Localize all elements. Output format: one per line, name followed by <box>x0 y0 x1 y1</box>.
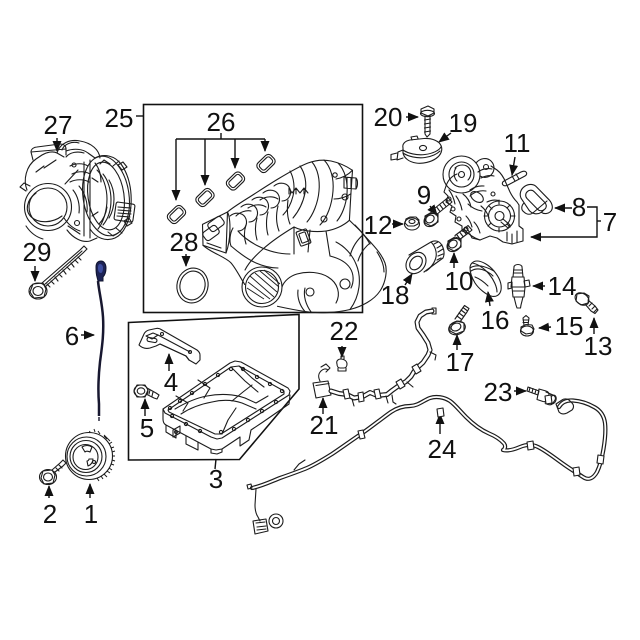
svg-text:4: 4 <box>164 367 178 397</box>
svg-text:20: 20 <box>374 102 403 132</box>
svg-text:10: 10 <box>445 266 474 296</box>
svg-text:21: 21 <box>310 410 339 440</box>
svg-text:29: 29 <box>23 237 52 267</box>
svg-text:11: 11 <box>504 128 531 158</box>
svg-text:9: 9 <box>417 180 431 210</box>
svg-text:22: 22 <box>330 316 359 346</box>
svg-text:26: 26 <box>207 107 236 137</box>
svg-text:5: 5 <box>140 413 154 443</box>
svg-text:24: 24 <box>428 434 457 464</box>
svg-text:17: 17 <box>446 347 475 377</box>
svg-text:12: 12 <box>364 210 393 240</box>
svg-text:16: 16 <box>481 305 510 335</box>
svg-text:14: 14 <box>548 271 577 301</box>
svg-text:27: 27 <box>44 110 73 140</box>
svg-text:25: 25 <box>105 103 134 133</box>
svg-text:13: 13 <box>584 331 613 361</box>
svg-text:23: 23 <box>484 377 513 407</box>
svg-text:2: 2 <box>43 499 57 529</box>
svg-text:28: 28 <box>170 227 199 257</box>
svg-text:7: 7 <box>603 207 617 237</box>
svg-text:15: 15 <box>555 311 584 341</box>
svg-text:18: 18 <box>381 280 410 310</box>
svg-text:6: 6 <box>65 321 79 351</box>
svg-text:8: 8 <box>572 192 586 222</box>
svg-text:1: 1 <box>84 499 98 529</box>
svg-text:3: 3 <box>209 464 223 494</box>
svg-text:19: 19 <box>449 108 478 138</box>
